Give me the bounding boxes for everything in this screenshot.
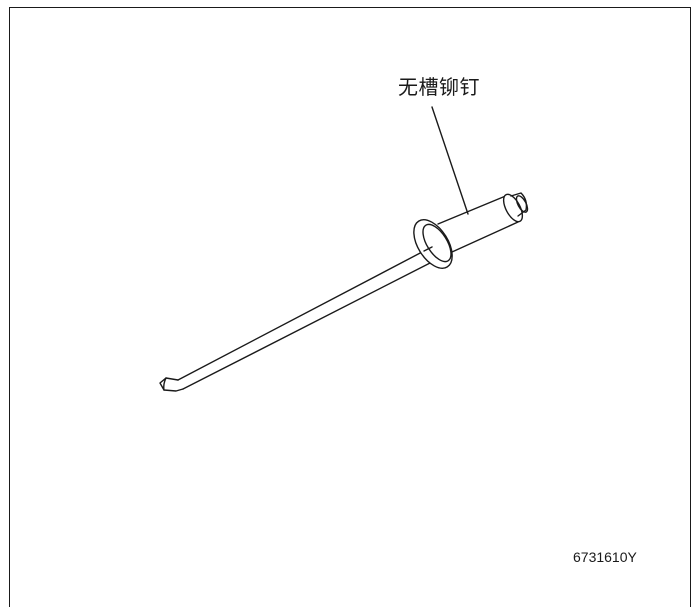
callout-label: 无槽铆钉 — [398, 75, 480, 99]
figure-frame — [9, 7, 691, 607]
rivet-mandrel — [159, 250, 433, 392]
figure-code: 6731610Y — [573, 549, 637, 565]
rivet-illustration — [159, 106, 529, 392]
rivet-body — [437, 192, 529, 253]
rivet-flange — [413, 219, 453, 269]
mandrel-junction — [423, 246, 433, 252]
callout-leader-line — [431, 106, 469, 215]
